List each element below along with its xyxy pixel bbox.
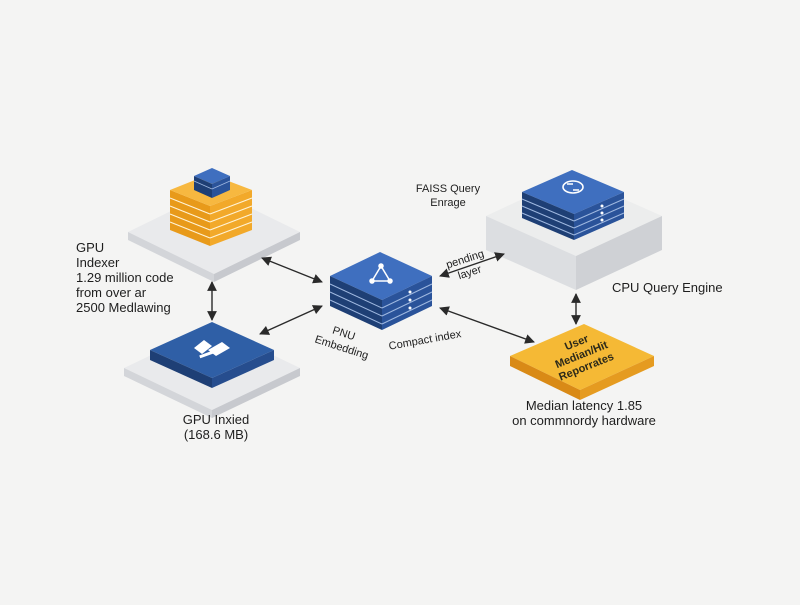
label-line: Median latency 1.85 bbox=[526, 398, 642, 413]
label-line: Compact index bbox=[388, 328, 463, 353]
label-line: GPU bbox=[76, 240, 104, 255]
label-line: 2500 Medlawing bbox=[76, 300, 171, 315]
label-line: (168.6 MB) bbox=[184, 427, 248, 442]
median-latency-label: Median latency 1.85 on commnordy hardwar… bbox=[512, 398, 656, 428]
compact-index-label: Compact index bbox=[388, 328, 463, 353]
connectors bbox=[207, 252, 581, 344]
label-line: GPU Inxied bbox=[183, 412, 249, 427]
label-line: Indexer bbox=[76, 255, 120, 270]
blue-cube-icon bbox=[193, 168, 231, 198]
cpu-query-engine-node bbox=[486, 170, 662, 290]
label-line: from over ar bbox=[76, 285, 147, 300]
puzzle-tool-icon bbox=[194, 340, 230, 359]
gpu-indexer-node bbox=[128, 168, 300, 282]
cpu-query-engine-label: CPU Query Engine bbox=[612, 280, 723, 295]
label-line: on commnordy hardware bbox=[512, 413, 656, 428]
faiss-query-label: FAISS Query Enrage bbox=[416, 183, 481, 209]
yellow-slab-top bbox=[510, 324, 654, 390]
refresh-cycle-icon bbox=[562, 180, 584, 194]
network-triangle-icon bbox=[369, 263, 393, 284]
label-line: Enrage bbox=[430, 197, 465, 209]
arrow-inexed-embedding bbox=[259, 305, 323, 335]
embedding-label: PNU Embedding bbox=[313, 325, 370, 363]
embedding-server-node bbox=[329, 252, 433, 330]
gpu-indexer-label: GPU Indexer 1.29 million code from over … bbox=[76, 240, 174, 315]
arrow-indexer-embedding bbox=[261, 256, 323, 284]
platform-side-right bbox=[214, 232, 300, 282]
label-line: 1.29 million code bbox=[76, 270, 174, 285]
arrow-embedding-user bbox=[439, 306, 535, 344]
gpu-inexed-node bbox=[124, 322, 300, 418]
user-reporter-node: User Median/Hit Reporrates bbox=[510, 324, 654, 400]
label-line: FAISS Query bbox=[416, 183, 481, 195]
gpu-inexed-label: GPU Inxied (168.6 MB) bbox=[183, 412, 249, 442]
arrow-embedding-cpu bbox=[439, 252, 505, 278]
orange-stack bbox=[169, 174, 253, 246]
platform-side-left bbox=[128, 232, 214, 282]
